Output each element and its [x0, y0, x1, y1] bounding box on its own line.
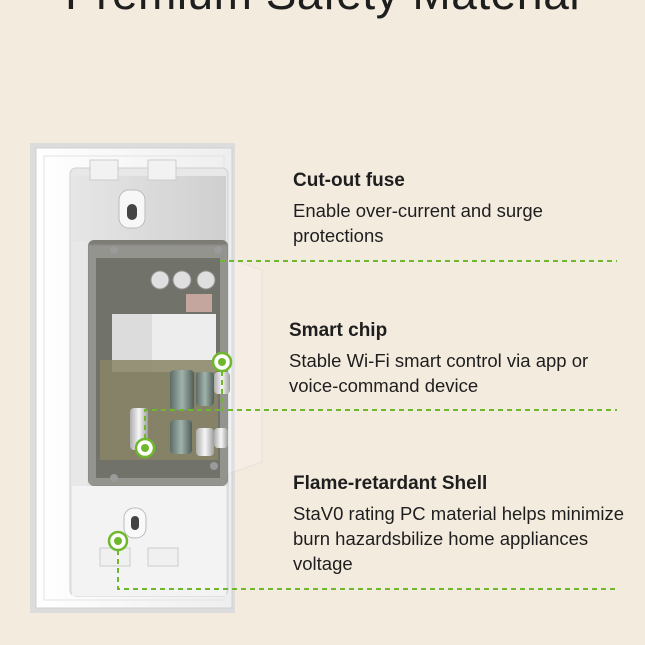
- callout-lines: [117, 260, 617, 590]
- feature-description: Stable Wi-Fi smart control via app or vo…: [289, 350, 589, 396]
- callout-markers: [107, 351, 233, 552]
- feature-flame-retardant-shell: Flame-retardant Shell StaV0 rating PC ma…: [293, 473, 633, 576]
- feature-description: StaV0 rating PC material helps minimize …: [293, 503, 625, 574]
- feature-heading: Smart chip: [289, 320, 388, 341]
- transparent-shell: [87, 240, 263, 487]
- feature-cut-out-fuse: Cut-out fuse Enable over-current and sur…: [293, 170, 623, 248]
- feature-smart-chip: Smart chip Stable Wi-Fi smart control vi…: [289, 320, 619, 398]
- feature-heading: Cut-out fuse: [293, 170, 405, 191]
- feature-description: Enable over-current and surge protection…: [293, 200, 543, 246]
- page-title: Premium Safety Material: [0, 0, 645, 20]
- switch-lower: [72, 486, 226, 596]
- feature-heading: Flame-retardant Shell: [293, 473, 488, 494]
